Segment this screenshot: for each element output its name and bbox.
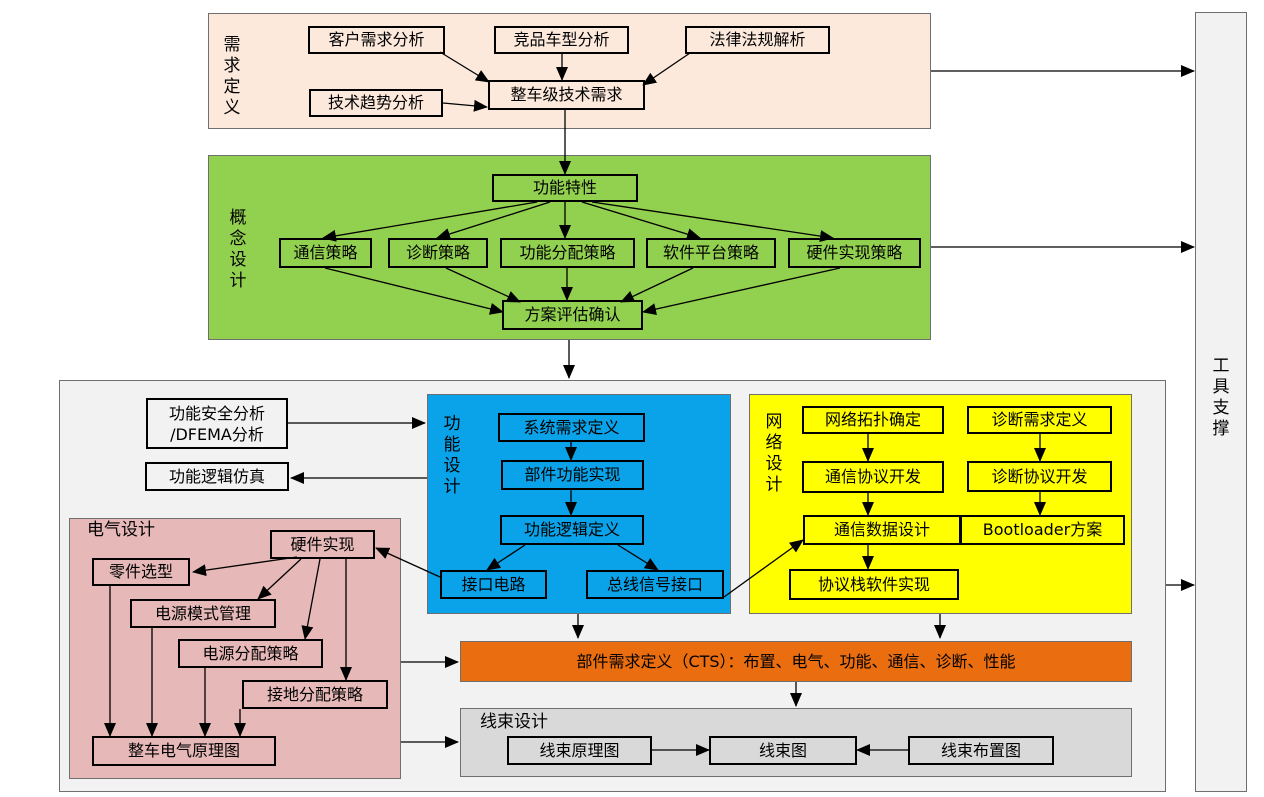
node-harness-drawing: 线束图 [709,736,857,765]
node-harness-schematic: 线束原理图 [507,736,652,765]
region-concept [208,155,931,340]
node-part-function: 部件功能实现 [501,460,644,490]
node-comm-protocol: 通信协议开发 [802,461,944,493]
region-requirement-label: 需 求 定 义 [223,35,241,118]
node-logic-simulation: 功能逻辑仿真 [145,462,289,491]
edge-logic-to-interface [486,544,526,571]
node-harness-layout: 线束布置图 [908,736,1054,765]
node-vehicle-requirement: 整车级技术需求 [488,80,645,110]
node-hardware-implementation: 硬件实现 [270,530,375,559]
node-part-selection: 零件选型 [92,558,190,586]
region-tool-support-label: 工 具 支 撑 [1212,356,1230,439]
node-cts: 部件需求定义（CTS）：布置、电气、功能、通信、诊断、性能 [460,641,1132,682]
region-concept-label: 概 念 设 计 [229,208,247,291]
node-competitor-analysis: 竞品车型分析 [494,26,629,54]
node-power-distribution: 电源分配策略 [178,639,323,668]
node-comm-strategy: 通信策略 [279,238,372,268]
node-protocol-stack: 协议栈软件实现 [789,569,959,600]
region-tool-support [1195,12,1247,792]
region-electrical-label: 电气设计 [87,520,155,540]
node-diag-strategy: 诊断策略 [388,238,488,268]
edge-features-to-comm [322,201,538,242]
edge-hwimpl-to-partselect [192,556,298,577]
edge-logic-to-bus [617,544,659,571]
node-network-topology: 网络拓扑确定 [802,406,944,434]
edge-customer-to-vehicle [439,51,490,83]
node-ground-distribution: 接地分配策略 [242,680,388,709]
region-harness-label: 线束设计 [480,712,548,732]
node-software-platform: 软件平台策略 [646,238,776,268]
edge-features-to-hw [591,201,834,243]
edge-comm-to-eval [324,267,504,315]
edge-hwimpl-to-powerdist [301,558,321,640]
node-interface-circuit: 接口电路 [440,570,547,599]
node-bootloader: Bootloader方案 [960,515,1125,545]
node-function-allocation: 功能分配策略 [500,238,635,268]
region-harness-design [460,708,1132,777]
edge-sw-to-eval [620,267,694,303]
node-comm-data-design: 通信数据设计 [803,515,961,545]
node-safety-analysis: 功能安全分析 /DFEMA分析 [146,398,288,449]
region-network-design [749,394,1132,614]
region-network-label: 网 络 设 计 [765,412,783,495]
node-bus-signal-interface: 总线信号接口 [586,570,724,599]
edge-features-to-sw [581,201,701,240]
node-diag-requirements: 诊断需求定义 [967,406,1112,434]
region-functional-label: 功 能 设 计 [443,414,461,497]
node-regulations: 法律法规解析 [685,26,830,54]
node-power-mode: 电源模式管理 [130,599,276,628]
node-function-logic: 功能逻辑定义 [500,515,644,545]
edge-trend-to-vehicle [442,99,488,112]
edge-bus-to-commdata [723,539,804,598]
node-tech-trend: 技术趋势分析 [309,89,443,117]
node-features: 功能特性 [492,174,638,202]
node-hardware-strategy: 硬件实现策略 [788,238,921,268]
edge-interface-to-hwimpl [375,547,441,578]
node-customer-needs: 客户需求分析 [308,26,445,54]
edge-diag-to-eval [445,267,521,303]
edge-hwimpl-to-powermode [257,558,302,600]
edge-hw-to-eval [642,267,841,316]
edge-features-to-diag [436,201,551,240]
node-scheme-evaluation: 方案评估确认 [502,300,643,330]
node-vehicle-schematic: 整车电气原理图 [92,736,276,766]
region-functional-design [427,394,731,614]
node-diag-protocol: 诊断协议开发 [967,461,1112,492]
edge-regulations-to-vehicle [642,52,691,86]
node-system-requirements: 系统需求定义 [498,413,645,442]
